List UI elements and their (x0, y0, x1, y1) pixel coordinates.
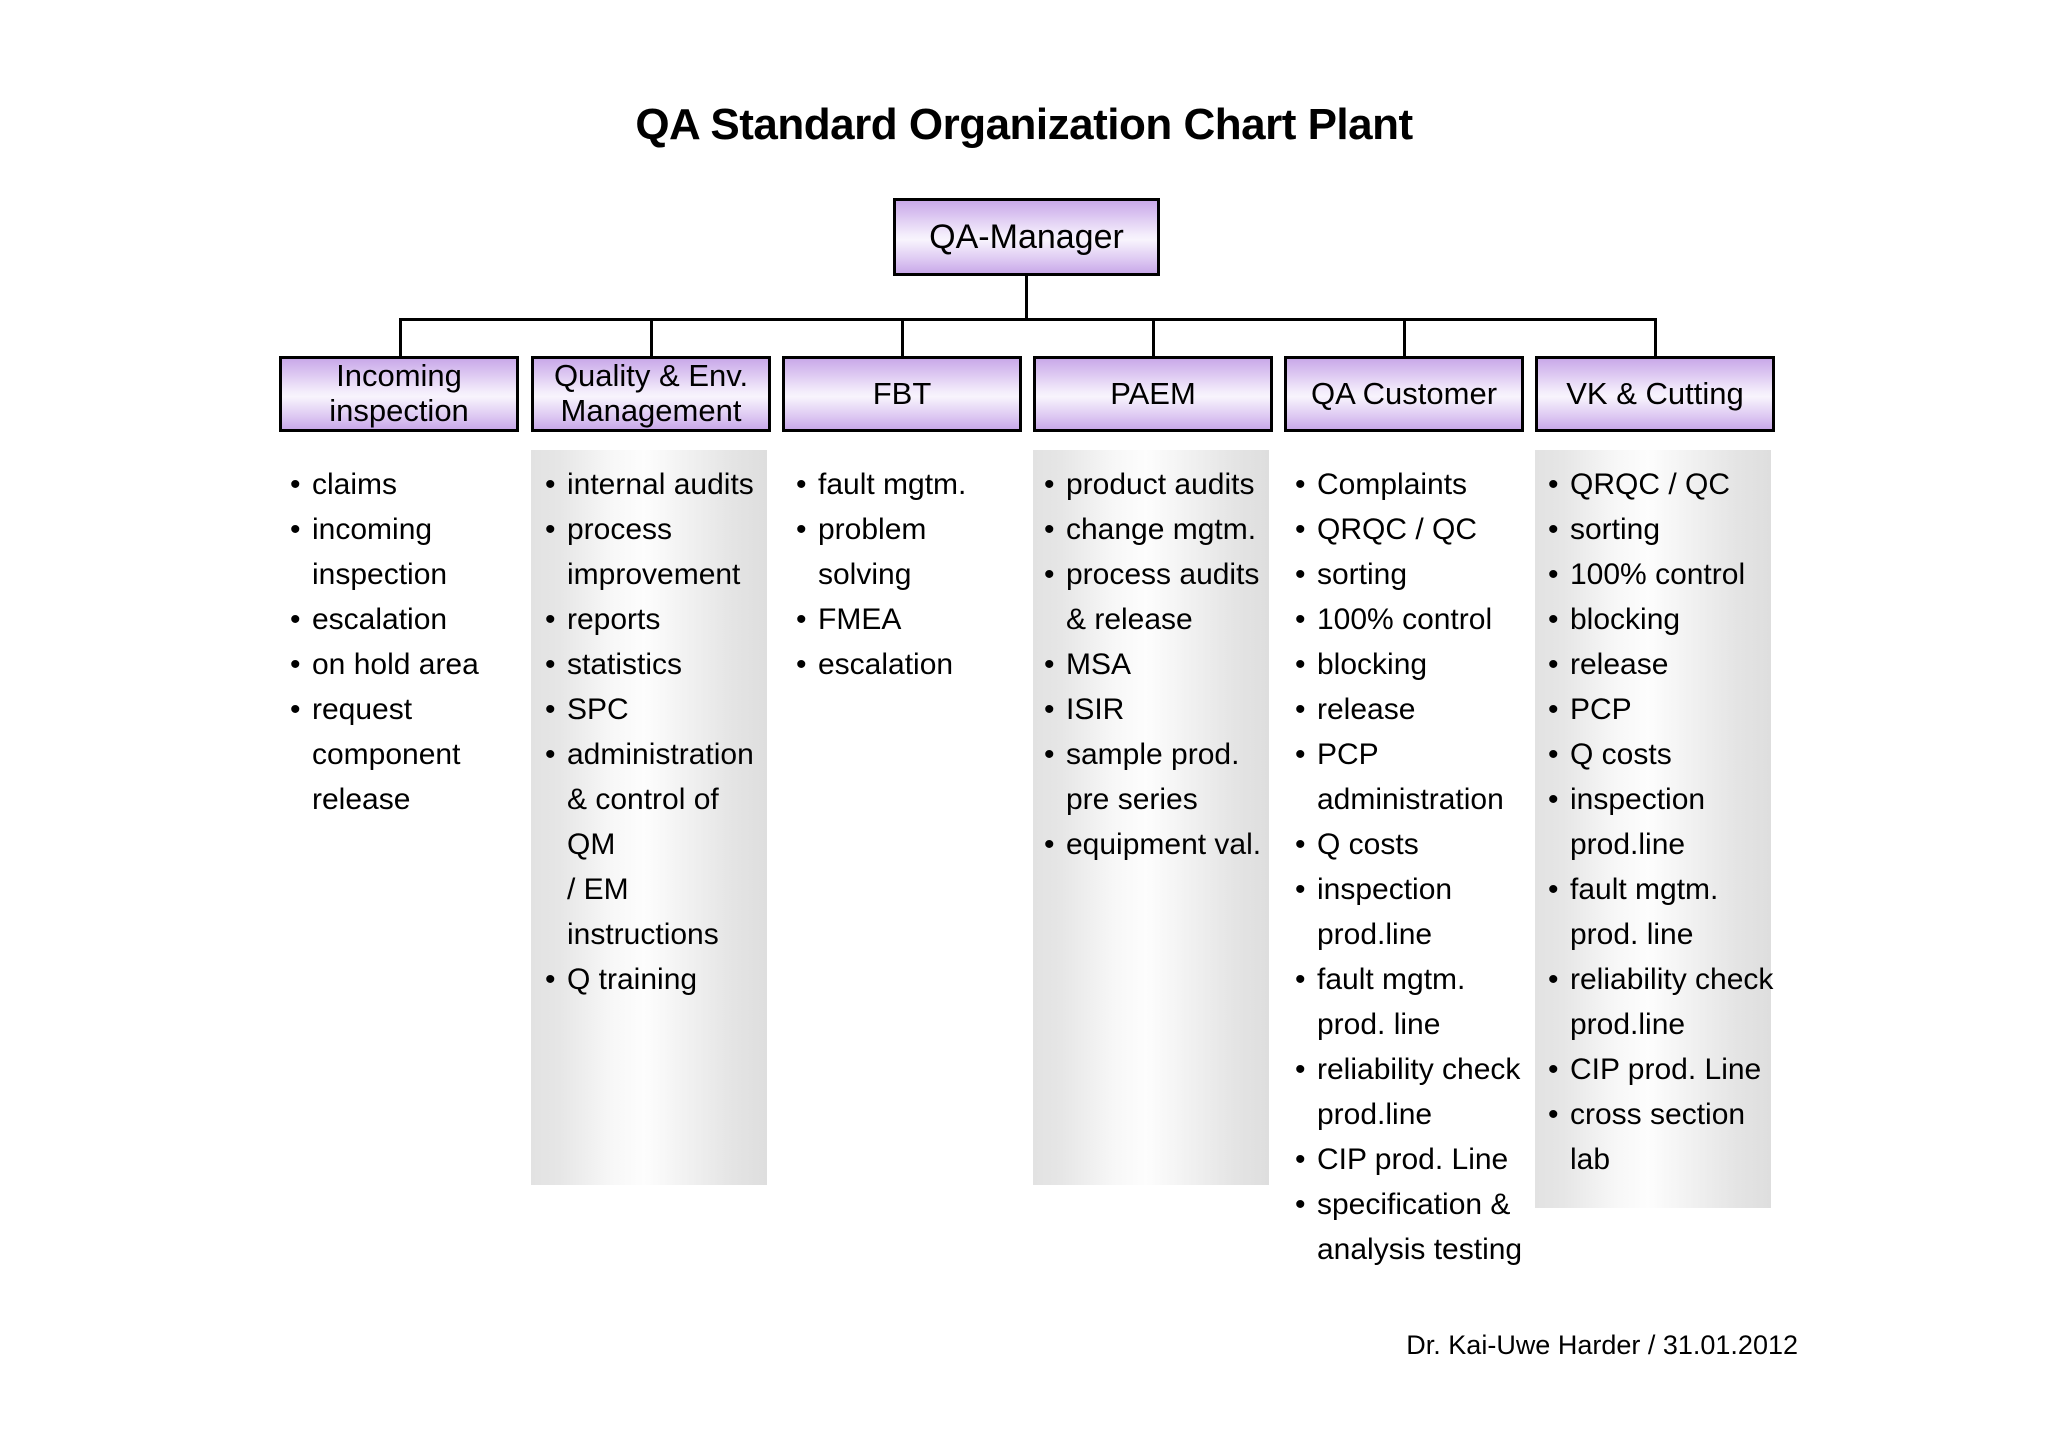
connector-drop-3 (901, 318, 904, 356)
node-qa-manager[interactable]: QA-Manager (893, 198, 1160, 276)
list-item: CIP prod. Line (1295, 1137, 1535, 1182)
list-qa-customer: ComplaintsQRQC / QCsorting100% controlbl… (1295, 462, 1535, 1272)
node-vk-cutting[interactable]: VK & Cutting (1535, 356, 1775, 432)
list-item: release (1548, 642, 1788, 687)
connector-drop-2 (650, 318, 653, 356)
list-item: cross section lab (1548, 1092, 1788, 1182)
list-fbt: fault mgtm.problem solvingFMEAescalation (796, 462, 1026, 687)
list-item: fault mgtm. prod. line (1295, 957, 1535, 1047)
list-item: reliability check prod.line (1295, 1047, 1535, 1137)
list-item: SPC (545, 687, 775, 732)
list-item: claims (290, 462, 520, 507)
list-item: product audits (1044, 462, 1276, 507)
list-incoming-inspection-items: claimsincoming inspectionescalationon ho… (290, 462, 520, 822)
list-item: process improvement (545, 507, 775, 597)
list-item: blocking (1295, 642, 1535, 687)
footer-credit: Dr. Kai-Uwe Harder / 31.01.2012 (1406, 1330, 1798, 1360)
list-item: statistics (545, 642, 775, 687)
list-item: PCP administration (1295, 732, 1535, 822)
connector-drop-6 (1654, 318, 1657, 356)
list-fbt-items: fault mgtm.problem solvingFMEAescalation (796, 462, 1026, 687)
list-item: problem solving (796, 507, 1026, 597)
list-item: fault mgtm. (796, 462, 1026, 507)
node-paem-label: PAEM (1110, 375, 1196, 411)
list-item: sorting (1295, 552, 1535, 597)
list-incoming-inspection: claimsincoming inspectionescalationon ho… (290, 462, 520, 822)
list-item: process audits & release (1044, 552, 1276, 642)
list-qa-customer-items: ComplaintsQRQC / QCsorting100% controlbl… (1295, 462, 1535, 1272)
node-fbt[interactable]: FBT (782, 356, 1022, 432)
node-quality-env-management-label: Quality & Env. Management (553, 358, 749, 428)
list-item: PCP (1548, 687, 1788, 732)
list-item: internal audits (545, 462, 775, 507)
list-item: MSA (1044, 642, 1276, 687)
list-item: change mgtm. (1044, 507, 1276, 552)
list-item: 100% control (1548, 552, 1788, 597)
node-incoming-inspection[interactable]: Incoming inspection (279, 356, 519, 432)
list-item: 100% control (1295, 597, 1535, 642)
list-item: QRQC / QC (1295, 507, 1535, 552)
list-item: Complaints (1295, 462, 1535, 507)
list-vk-cutting: QRQC / QCsorting100% controlblockingrele… (1548, 462, 1788, 1182)
list-quality-env-management-items: internal auditsprocess improvementreport… (545, 462, 775, 1002)
list-item: on hold area (290, 642, 520, 687)
connector-drop-1 (399, 318, 402, 356)
connector-root-trunk (1025, 276, 1028, 320)
list-item: specification & analysis testing (1295, 1182, 1535, 1272)
node-paem[interactable]: PAEM (1033, 356, 1273, 432)
list-item: Q training (545, 957, 775, 1002)
list-item: release (1295, 687, 1535, 732)
list-item: reliability check prod.line (1548, 957, 1788, 1047)
list-item: CIP prod. Line (1548, 1047, 1788, 1092)
connector-drop-4 (1152, 318, 1155, 356)
list-item: sample prod. pre series (1044, 732, 1276, 822)
list-item: fault mgtm. prod. line (1548, 867, 1788, 957)
node-fbt-label: FBT (872, 375, 932, 411)
list-paem: product auditschange mgtm.process audits… (1044, 462, 1276, 867)
list-item: sorting (1548, 507, 1788, 552)
connector-drop-5 (1403, 318, 1406, 356)
list-item: inspection prod.line (1548, 777, 1788, 867)
list-item: Q costs (1295, 822, 1535, 867)
list-item: QRQC / QC (1548, 462, 1788, 507)
node-qa-manager-label: QA-Manager (929, 217, 1124, 256)
page-title: QA Standard Organization Chart Plant (635, 100, 1413, 149)
node-qa-customer-label: QA Customer (1310, 375, 1498, 411)
list-item: equipment val. (1044, 822, 1276, 867)
list-item: incoming inspection (290, 507, 520, 597)
list-vk-cutting-items: QRQC / QCsorting100% controlblockingrele… (1548, 462, 1788, 1182)
list-item: escalation (290, 597, 520, 642)
list-item: inspection prod.line (1295, 867, 1535, 957)
list-item: FMEA (796, 597, 1026, 642)
list-item: Q costs (1548, 732, 1788, 777)
connector-horizontal-bus (399, 318, 1655, 321)
list-item: administration & control of QM / EM inst… (545, 732, 775, 957)
list-quality-env-management: internal auditsprocess improvementreport… (545, 462, 775, 1002)
list-item: escalation (796, 642, 1026, 687)
node-incoming-inspection-label: Incoming inspection (329, 358, 469, 428)
list-paem-items: product auditschange mgtm.process audits… (1044, 462, 1276, 867)
node-vk-cutting-label: VK & Cutting (1566, 375, 1744, 411)
list-item: ISIR (1044, 687, 1276, 732)
node-quality-env-management[interactable]: Quality & Env. Management (531, 356, 771, 432)
node-qa-customer[interactable]: QA Customer (1284, 356, 1524, 432)
list-item: request component release (290, 687, 520, 822)
list-item: blocking (1548, 597, 1788, 642)
list-item: reports (545, 597, 775, 642)
